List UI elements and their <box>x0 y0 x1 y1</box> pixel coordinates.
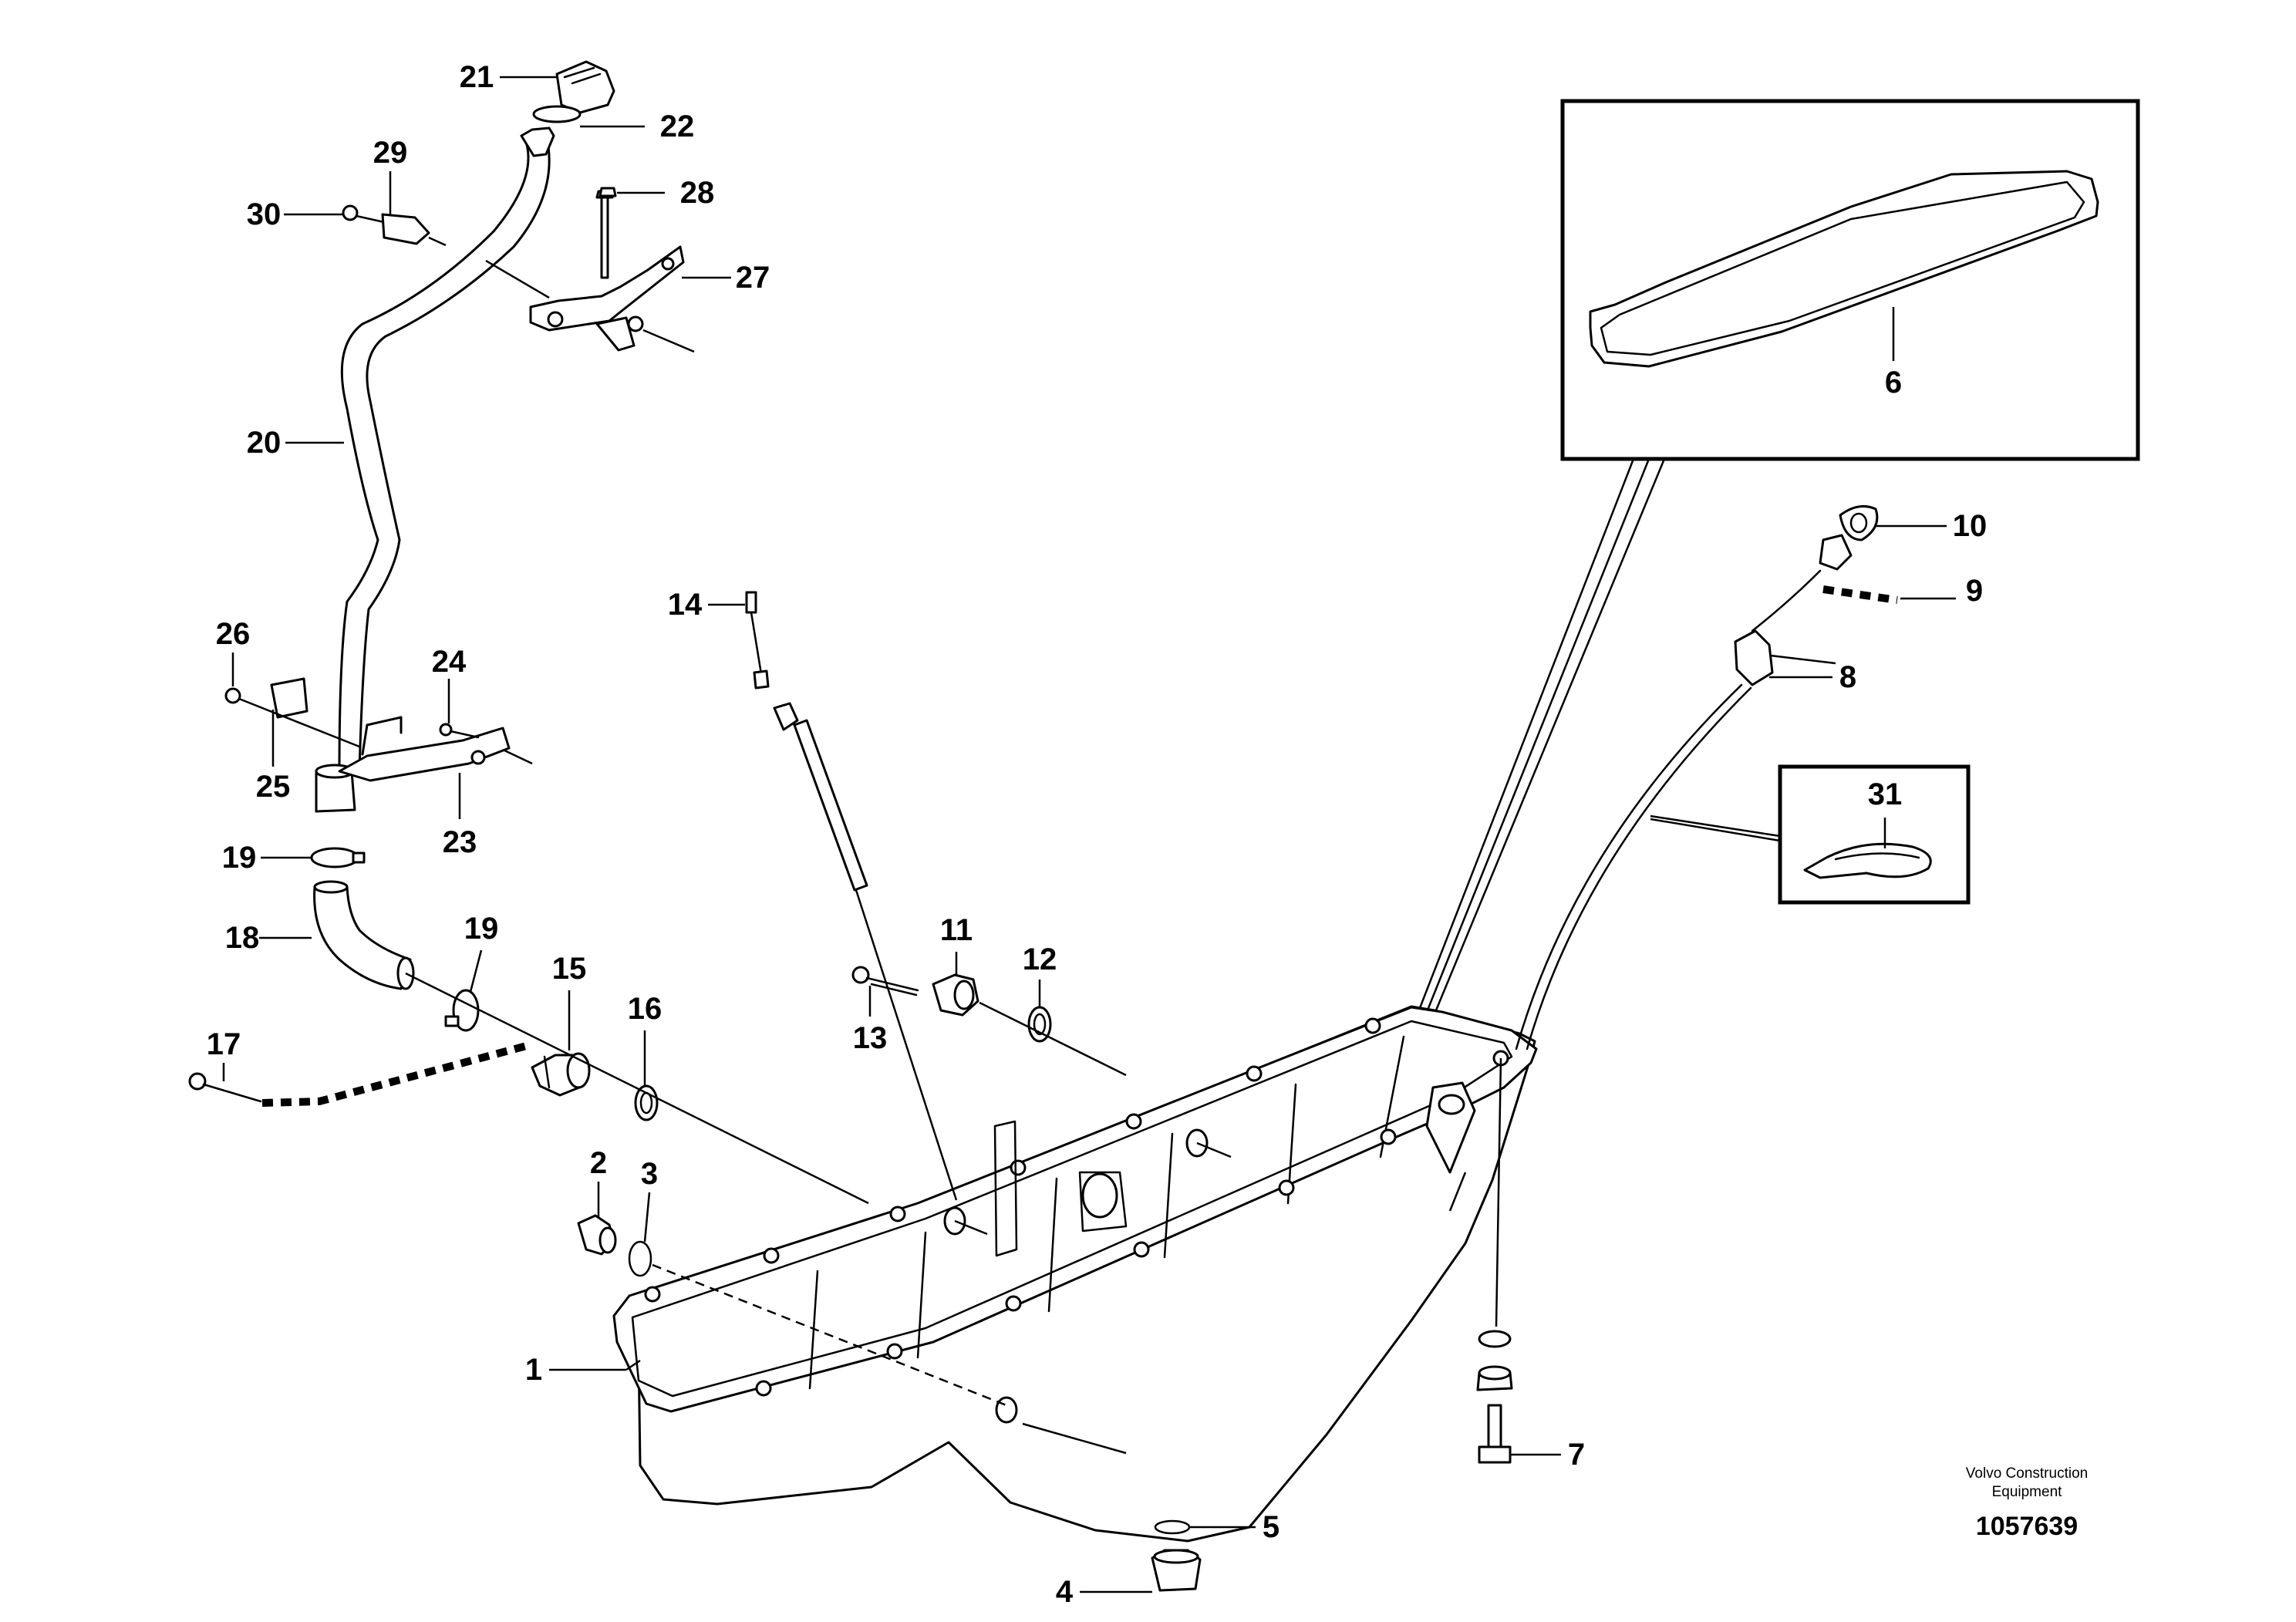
oring-3-illustration <box>628 1240 652 1277</box>
pan-rim-bolt-bosses <box>644 1017 1509 1397</box>
part-label-28: 28 <box>680 176 715 210</box>
oil-pan-illustration <box>612 1005 1538 1543</box>
part-label-19-upper: 19 <box>222 841 257 875</box>
filler-cap-illustration <box>532 60 615 123</box>
drain-valve-illustration <box>1476 1057 1513 1464</box>
part-label-26: 26 <box>216 617 251 651</box>
part-label-9: 9 <box>1966 574 1983 608</box>
part-label-14: 14 <box>668 588 703 622</box>
dipstick-guide-illustration <box>745 591 958 1201</box>
plug-2-illustration <box>577 1214 617 1256</box>
part-label-21: 21 <box>460 60 494 94</box>
part-number-labels: 1 2 3 4 5 6 7 8 9 10 11 12 13 14 15 16 1… <box>207 60 1988 1609</box>
part-label-12: 12 <box>1023 943 1057 976</box>
part-label-10: 10 <box>1953 509 1988 543</box>
part-label-23: 23 <box>443 825 477 859</box>
credit-block: Volvo Construction Equipment 1057639 <box>1966 1465 2088 1541</box>
part-label-17: 17 <box>207 1027 241 1061</box>
cable-tie-inset-frame <box>1650 764 1971 905</box>
lower-bracket-illustration <box>224 677 533 782</box>
part-label-31: 31 <box>1868 777 1903 811</box>
dipstick-illustration <box>1515 504 1928 1050</box>
part-label-1: 1 <box>525 1353 542 1387</box>
part-label-30: 30 <box>247 197 282 231</box>
part-label-11: 11 <box>940 913 973 947</box>
part-label-27: 27 <box>736 261 770 295</box>
part-label-16: 16 <box>628 992 663 1026</box>
bolt-17-illustration <box>188 1040 534 1107</box>
clip-and-bolt-illustration <box>342 204 447 247</box>
filler-tube-illustration <box>315 126 555 813</box>
part-label-5: 5 <box>1263 1510 1279 1544</box>
spacer-11-illustration <box>932 973 979 1017</box>
leader-lines <box>222 76 1956 1593</box>
seal-16-illustration <box>634 1084 659 1121</box>
part-label-4: 4 <box>1056 1575 1074 1609</box>
part-label-20: 20 <box>247 426 282 460</box>
part-label-24: 24 <box>432 645 467 679</box>
plug-4-illustration <box>1151 1549 1202 1592</box>
credit-line-1: Volvo Construction <box>1966 1465 2088 1482</box>
credit-line-2: Equipment <box>1992 1484 2063 1500</box>
bolt-13-illustration <box>851 966 919 996</box>
part-label-8: 8 <box>1839 660 1856 694</box>
part-label-7: 7 <box>1568 1438 1585 1472</box>
oil-pan-gasket-illustration <box>1589 170 2099 368</box>
hose-clamp-upper-illustration <box>310 847 366 868</box>
part-label-6: 6 <box>1885 366 1902 400</box>
part-label-3: 3 <box>641 1157 658 1191</box>
part-label-29: 29 <box>373 136 408 170</box>
part-label-2: 2 <box>590 1146 607 1180</box>
part-label-22: 22 <box>660 110 695 143</box>
part-label-19-lower: 19 <box>464 912 499 946</box>
part-label-13: 13 <box>853 1021 888 1055</box>
illustration-number: 1057639 <box>1976 1512 2078 1541</box>
part-label-15: 15 <box>552 952 587 986</box>
bolt-28-illustration <box>598 187 617 197</box>
part-label-18: 18 <box>225 921 260 955</box>
upper-bracket-illustration <box>529 188 695 353</box>
part-label-25: 25 <box>256 770 291 804</box>
elbow-hose-illustration <box>313 880 415 990</box>
seal-12-illustration <box>1027 1006 1052 1043</box>
